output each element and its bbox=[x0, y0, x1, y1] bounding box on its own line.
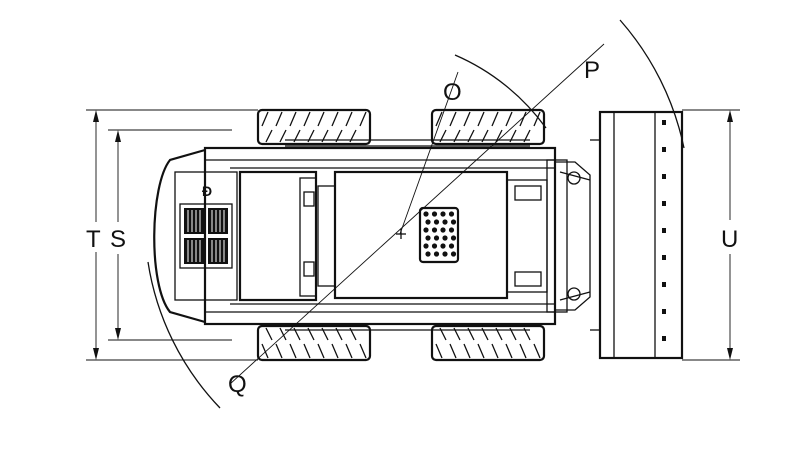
vent-plate bbox=[418, 206, 460, 264]
vent-hole bbox=[442, 219, 448, 225]
vent-hole bbox=[425, 235, 431, 241]
vent-hole bbox=[450, 251, 457, 257]
vent-hole bbox=[423, 227, 429, 233]
vent-hole bbox=[448, 227, 455, 233]
vent-hole bbox=[450, 219, 457, 225]
turning-radius-lines bbox=[229, 43, 605, 385]
arc-o bbox=[454, 54, 547, 129]
vent-hole bbox=[425, 251, 431, 257]
tire-front-top bbox=[430, 108, 546, 146]
vent-hole bbox=[440, 211, 446, 217]
radiator-grille: Đ bbox=[179, 183, 233, 269]
vent-hole bbox=[442, 235, 448, 241]
label-s: S bbox=[110, 226, 126, 253]
label-t: T bbox=[86, 226, 101, 253]
vent-hole bbox=[440, 227, 446, 233]
tire-rear-bottom bbox=[256, 324, 372, 362]
vent-hole bbox=[431, 227, 438, 233]
bucket-bolt bbox=[662, 282, 666, 287]
machine-body bbox=[153, 139, 591, 331]
vent-hole bbox=[433, 219, 440, 225]
vent-hole bbox=[431, 243, 438, 249]
vent-hole bbox=[448, 211, 455, 217]
bucket-bolt bbox=[662, 228, 666, 233]
vent-hole bbox=[425, 219, 431, 225]
vent-hole bbox=[423, 211, 429, 217]
bucket-bolt bbox=[662, 120, 666, 125]
bucket-bolt bbox=[662, 336, 666, 341]
vent-hole bbox=[423, 243, 429, 249]
label-u: U bbox=[721, 226, 738, 253]
vent-hole bbox=[431, 211, 438, 217]
vent-hole bbox=[433, 235, 440, 241]
vent-hole bbox=[448, 243, 455, 249]
vent-hole bbox=[440, 243, 446, 249]
vent-hole bbox=[442, 251, 448, 257]
label-q: Q bbox=[228, 371, 247, 398]
bucket-bolt bbox=[662, 255, 666, 260]
dimension-s bbox=[108, 129, 232, 341]
label-p: P bbox=[584, 57, 600, 84]
bucket-bolt bbox=[662, 174, 666, 179]
arc-q bbox=[147, 261, 221, 409]
tire-rear-top bbox=[256, 108, 372, 146]
tire-front-bottom bbox=[430, 324, 546, 362]
arc-p bbox=[619, 19, 685, 149]
vent-hole bbox=[433, 251, 440, 257]
svg-text:Đ: Đ bbox=[202, 183, 212, 199]
dimension-t bbox=[86, 109, 258, 361]
bucket bbox=[590, 110, 684, 360]
label-o: O bbox=[443, 79, 462, 106]
vent-hole bbox=[450, 235, 457, 241]
bucket-bolt bbox=[662, 309, 666, 314]
dimension-u bbox=[682, 109, 740, 361]
bucket-bolt bbox=[662, 201, 666, 206]
bucket-bolt bbox=[662, 147, 666, 152]
